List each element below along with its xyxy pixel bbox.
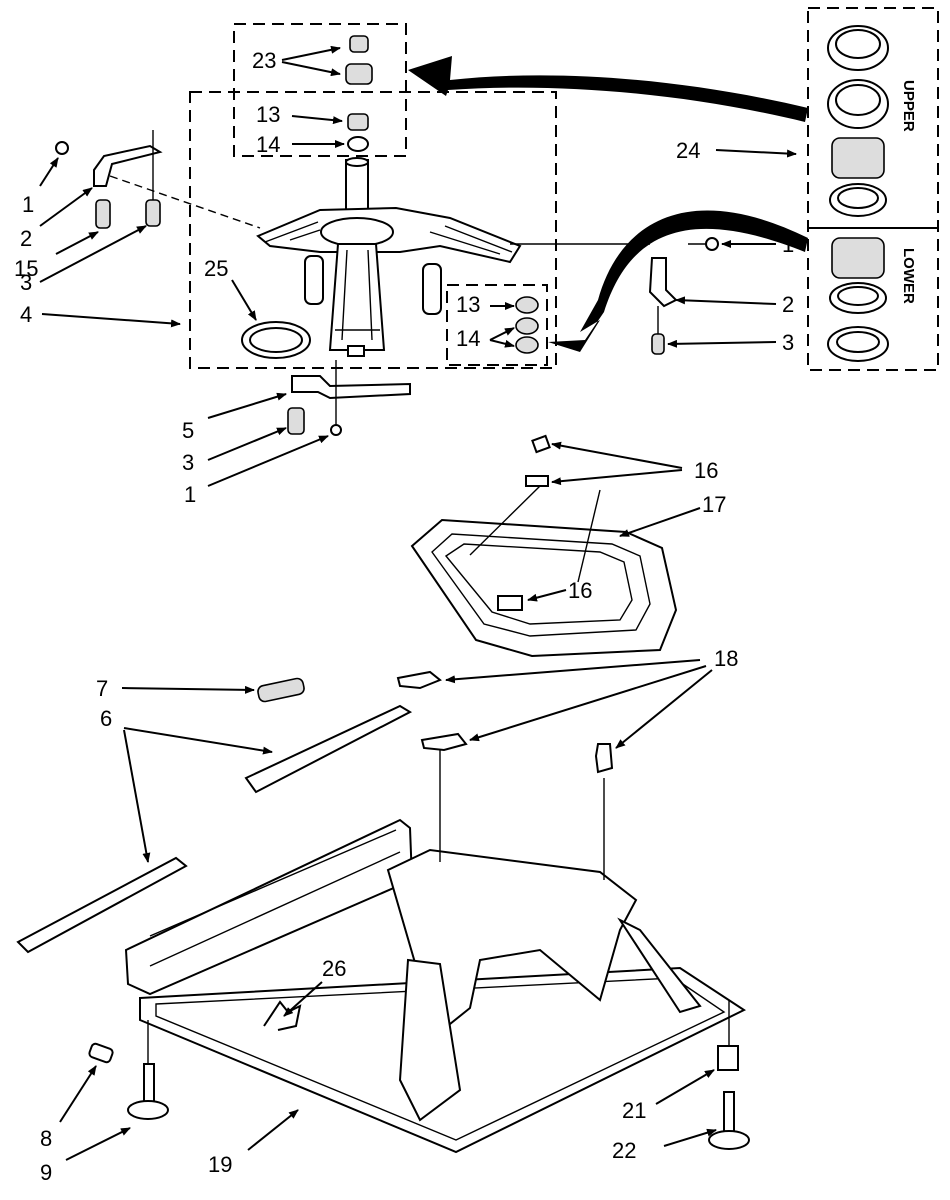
callout-19: 19	[208, 1152, 232, 1177]
callout-17: 17	[702, 492, 726, 517]
bushing-kit-parts	[827, 25, 889, 362]
callout-14-lower: 14	[456, 326, 480, 351]
callout-24: 24	[676, 138, 700, 163]
bushing-kit-box	[807, 7, 939, 371]
callout-25: 25	[204, 256, 228, 281]
callout-23: 23	[252, 48, 276, 73]
callout-4: 4	[20, 302, 32, 327]
callout-3-lower: 3	[182, 450, 194, 475]
callout-9: 9	[40, 1160, 52, 1185]
callout-13-lower: 13	[456, 292, 480, 317]
base-frame	[124, 750, 747, 1154]
callout-leaders	[39, 45, 797, 1161]
callout-3-right: 3	[782, 330, 794, 355]
callout-16-top: 16	[694, 458, 718, 483]
callout-8: 8	[40, 1126, 52, 1151]
right-foot	[708, 1000, 750, 1150]
center-post-box	[189, 91, 557, 369]
callout-15: 15	[14, 256, 38, 281]
callout-3-left: 3	[20, 270, 32, 295]
upper-kit-arrow	[408, 56, 808, 122]
left-foot	[88, 1020, 169, 1120]
top-bearing-box	[233, 23, 407, 157]
lower-side-label: LOWER	[900, 248, 917, 304]
callout-numbers: 23 13 14 1 2 15 3 4 25 13 14 24 1 2 3 5 …	[14, 48, 794, 1185]
top-frame	[410, 434, 678, 658]
spring	[257, 677, 305, 703]
callout-7: 7	[96, 676, 108, 701]
lower-suspension-bracket	[287, 360, 411, 436]
right-suspension-bracket	[510, 237, 719, 355]
callout-1-right: 1	[782, 232, 794, 257]
callout-1-lower: 1	[184, 482, 196, 507]
lower-bushings	[515, 296, 539, 354]
callout-2-right: 2	[782, 292, 794, 317]
callout-5: 5	[182, 418, 194, 443]
callout-18: 18	[714, 646, 738, 671]
lower-bearing-box	[446, 284, 548, 366]
callout-13-top: 13	[256, 102, 280, 127]
callout-14-top: 14	[256, 132, 280, 157]
callout-16-frame: 16	[568, 578, 592, 603]
left-suspension-bracket	[55, 130, 261, 229]
cabinet-braces	[16, 704, 413, 954]
upper-bushings	[345, 35, 373, 152]
hook	[263, 1000, 302, 1031]
callout-2-left: 2	[20, 226, 32, 251]
callout-6: 6	[100, 706, 112, 731]
callout-21: 21	[622, 1098, 646, 1123]
center-post-assembly	[256, 157, 522, 357]
callout-22: 22	[612, 1138, 636, 1163]
callout-26: 26	[322, 956, 346, 981]
callout-1-left: 1	[22, 192, 34, 217]
lower-kit-arrow	[548, 210, 808, 352]
upper-side-label: UPPER	[900, 80, 917, 132]
ring-seal	[241, 321, 311, 359]
clips	[396, 670, 614, 774]
